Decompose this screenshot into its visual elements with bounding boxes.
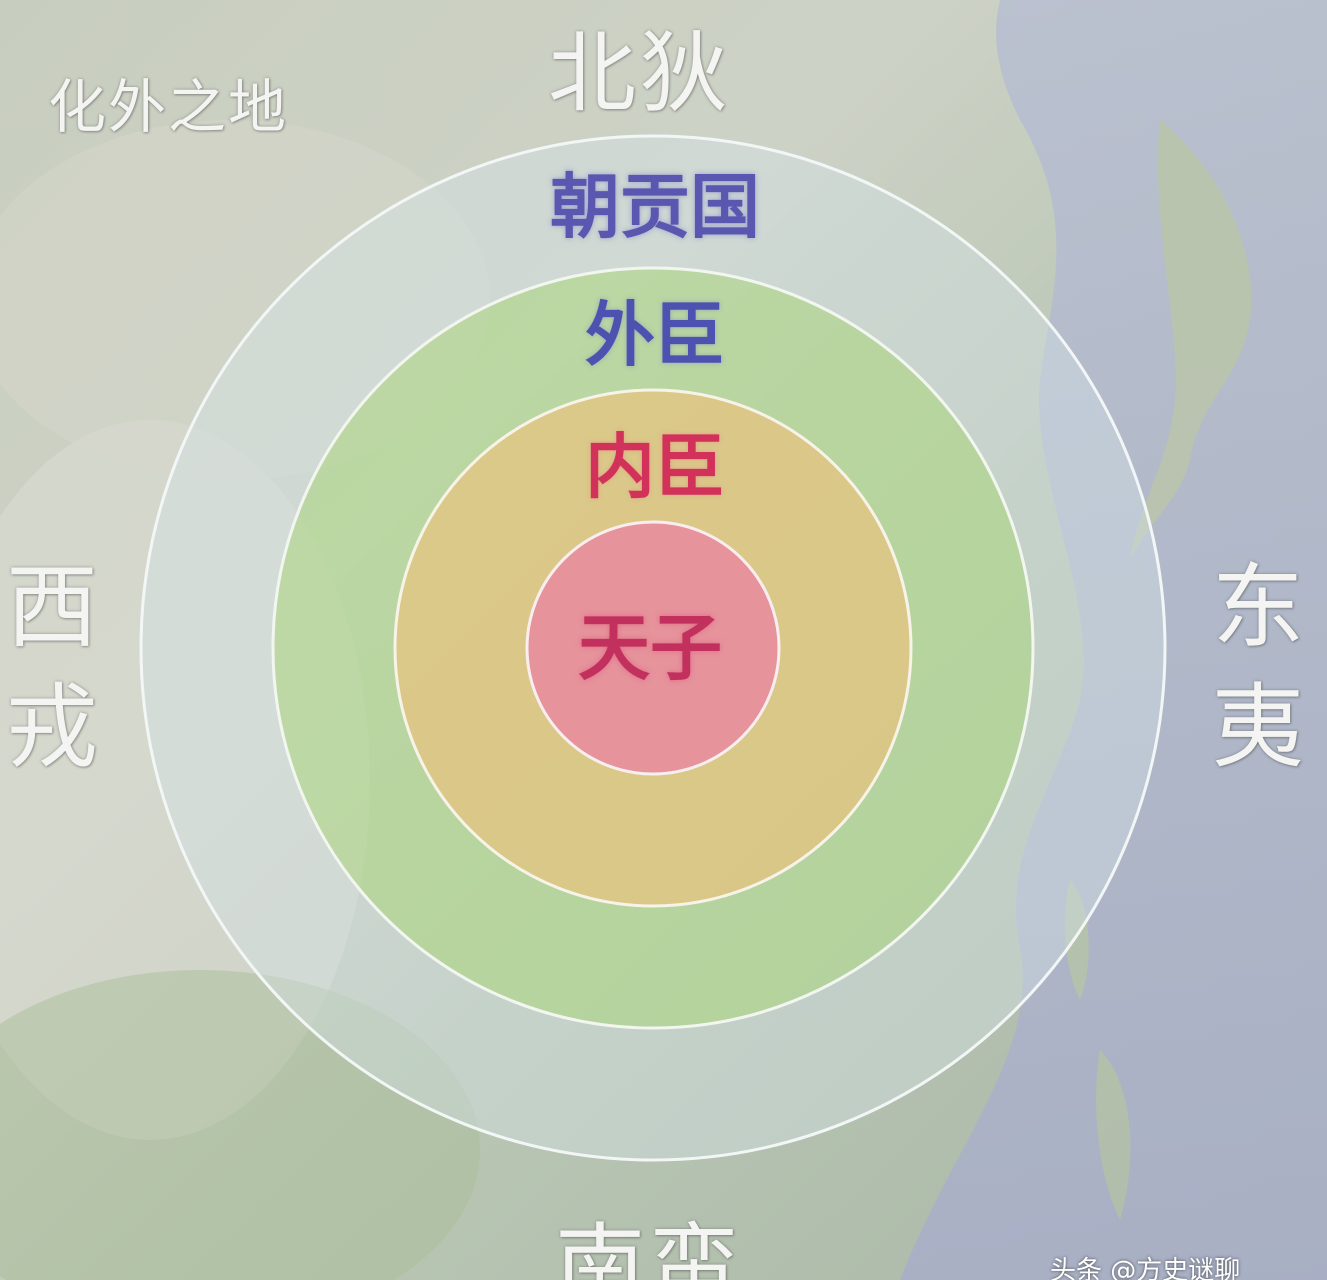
- label-tributary-states: 朝贡国: [550, 166, 760, 248]
- islands-southeast: [1096, 1050, 1131, 1220]
- watermark: 头条 @方史谜聊: [1050, 1256, 1241, 1280]
- label-north: 北狄: [548, 22, 733, 125]
- label-outer-ministers: 外臣: [585, 294, 725, 376]
- label-east: 东夷: [1212, 554, 1305, 781]
- label-inner-ministers: 内臣: [585, 426, 725, 508]
- label-south: 南蛮: [555, 1214, 743, 1280]
- emperor-center: [525, 520, 781, 776]
- label-west: 西戎: [6, 554, 99, 781]
- label-emperor: 天子: [577, 606, 722, 690]
- label-beyond-civilization: 化外之地: [48, 73, 289, 141]
- island-south: [1064, 880, 1089, 1000]
- island-landmass: [1130, 120, 1252, 560]
